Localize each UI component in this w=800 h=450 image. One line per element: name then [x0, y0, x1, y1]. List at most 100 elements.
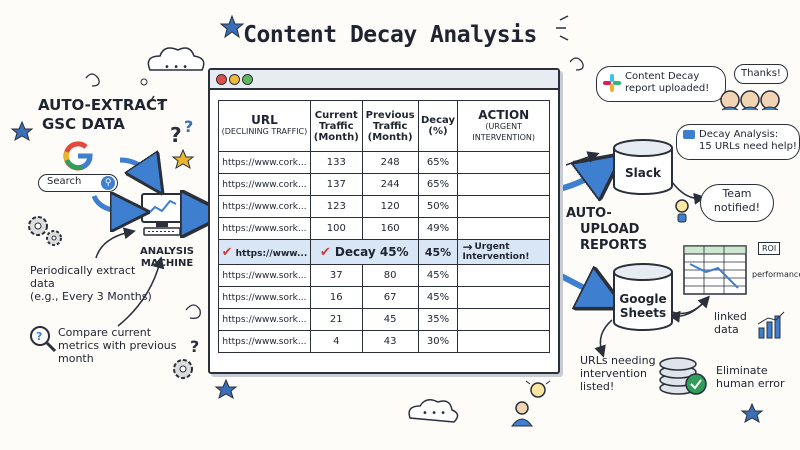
- highlight-action-line1: Urgent: [474, 242, 510, 252]
- slack-logo-icon: [603, 74, 621, 92]
- google-sheets-line1: Google: [619, 292, 667, 306]
- linked-data-label: linked data: [714, 310, 747, 336]
- performance-label: performance: [752, 270, 800, 279]
- bubble-team-notified: Team notified!: [700, 184, 774, 222]
- action-cell: [457, 151, 550, 174]
- coins-check-icon: [659, 357, 707, 395]
- google-sheets-label: Google Sheets: [612, 292, 674, 320]
- previous-traffic-cell: 80: [361, 264, 419, 287]
- arrow-sheets-to-urls: [594, 319, 613, 358]
- auto-extract-heading: AUTO-EXTRACT GSC DATA: [38, 96, 167, 134]
- current-traffic-cell: 37: [309, 264, 363, 287]
- arrow-periodic-to-machine: [95, 227, 136, 259]
- search-input-label: Search: [47, 176, 82, 187]
- previous-traffic-cell: 45: [361, 308, 419, 331]
- check-icon: ✔: [319, 244, 331, 260]
- compare-line3: month: [58, 352, 94, 365]
- linked-line1: linked: [714, 310, 747, 323]
- auto-upload-line1: AUTO-: [566, 206, 612, 221]
- page-title: Content Decay Analysis: [243, 22, 537, 48]
- roi-badge: ROI: [758, 242, 781, 255]
- search-input[interactable]: Search ⚲: [38, 174, 118, 192]
- url-cell: https://www.cork...: [218, 173, 311, 196]
- google-icon: [63, 141, 93, 171]
- spreadsheet-chart-icon: [683, 245, 747, 295]
- bubble-team-line1: Team: [722, 187, 752, 200]
- question-mark-icon: ?: [184, 117, 193, 136]
- current-traffic-cell: 137: [309, 173, 363, 196]
- auto-upload-line3: REPORTS: [580, 238, 648, 253]
- periodic-line1: Periodically extract: [30, 264, 136, 277]
- minimize-dot[interactable]: [229, 74, 240, 85]
- periodic-line2: data: [30, 277, 55, 290]
- urls-line2: intervention: [580, 367, 647, 380]
- url-cell: https://www.cork...: [218, 195, 311, 218]
- urls-line3: listed!: [580, 380, 615, 393]
- current-traffic-cell: 133: [309, 151, 363, 174]
- arrow-search-to-machine: [91, 196, 130, 212]
- close-dot[interactable]: [216, 74, 227, 85]
- previous-traffic-cell: 160: [361, 217, 419, 240]
- decay-cell: 65%: [417, 151, 459, 174]
- header-action-label: ACTION: [478, 107, 530, 122]
- google-sheets-line2: Sheets: [619, 306, 667, 320]
- arrow-compare-to-machine: [117, 256, 165, 327]
- auto-extract-heading-line2: GSC DATA: [42, 115, 125, 133]
- current-traffic-cell: 4: [309, 330, 363, 353]
- current-traffic-cell: 100: [309, 217, 363, 240]
- person-lightbulb-icon: [511, 380, 551, 427]
- arrow-chart-to-sheets: [668, 299, 707, 323]
- header-url-label: URL: [251, 113, 278, 127]
- arrow-right-icon: →: [462, 240, 473, 254]
- bubble-decay-line1: Decay Analysis:: [699, 129, 779, 140]
- url-cell: https://www.cork...: [218, 151, 311, 174]
- swirl-icon: [569, 57, 584, 71]
- highlight-decay-value: 45%: [417, 239, 459, 265]
- action-cell: [457, 217, 550, 240]
- urls-needing-label: URLs needing intervention listed!: [580, 354, 656, 393]
- decay-cell: 35%: [417, 308, 459, 331]
- auto-upload-line2: UPLOAD: [580, 222, 640, 237]
- star-icon: [171, 148, 195, 170]
- header-url: URL (DECLINING TRAFFIC): [218, 100, 311, 152]
- analysis-machine-icon: [141, 193, 183, 236]
- url-cell: https://www.sork...: [218, 286, 311, 309]
- eliminate-line2: human error: [716, 377, 785, 390]
- analysis-machine-line2: MACHINE: [140, 258, 194, 269]
- maximize-dot[interactable]: [242, 74, 253, 85]
- linked-line2: data: [714, 323, 739, 336]
- bar-chart-icon: [757, 311, 785, 339]
- table-row-highlighted[interactable]: ✔ https://www... ✔ Decay 45% 45% → Urgen…: [218, 239, 550, 265]
- arrow-slack-sheets-double: [565, 151, 600, 166]
- header-action: ACTION (URGENT INTERVENTION): [457, 100, 550, 152]
- report-window: URL (DECLINING TRAFFIC) Current Traffic …: [208, 68, 560, 374]
- arrow-sheets-to-chart: [671, 295, 710, 315]
- bubble-decay-analysis: Decay Analysis: 15 URLs need help!: [676, 124, 800, 160]
- header-url-sub: (DECLINING TRAFFIC): [221, 127, 308, 136]
- search-icon[interactable]: ⚲: [101, 176, 115, 190]
- header-current: Current Traffic (Month): [309, 100, 363, 152]
- sparkle-icon: [149, 15, 569, 105]
- chat-icon: [683, 130, 695, 139]
- bubble-thanks-text: Thanks!: [741, 68, 781, 79]
- bubble-uploaded-line2: report uploaded!: [625, 83, 710, 94]
- urls-line1: URLs needing: [580, 354, 656, 367]
- bubble-team-line2: notified!: [713, 201, 761, 214]
- bubble-report-uploaded: Content Decay report uploaded!: [596, 66, 726, 102]
- lightbulb-person-icon: [675, 199, 689, 223]
- url-cell: https://www.sork...: [218, 330, 311, 353]
- highlight-url: https://www...: [235, 248, 308, 259]
- previous-traffic-cell: 120: [361, 195, 419, 218]
- compare-note: Compare current metrics with previous mo…: [58, 326, 177, 365]
- decay-cell: 50%: [417, 195, 459, 218]
- compare-line2: metrics with previous: [58, 339, 177, 352]
- url-cell: https://www.sork...: [218, 308, 311, 331]
